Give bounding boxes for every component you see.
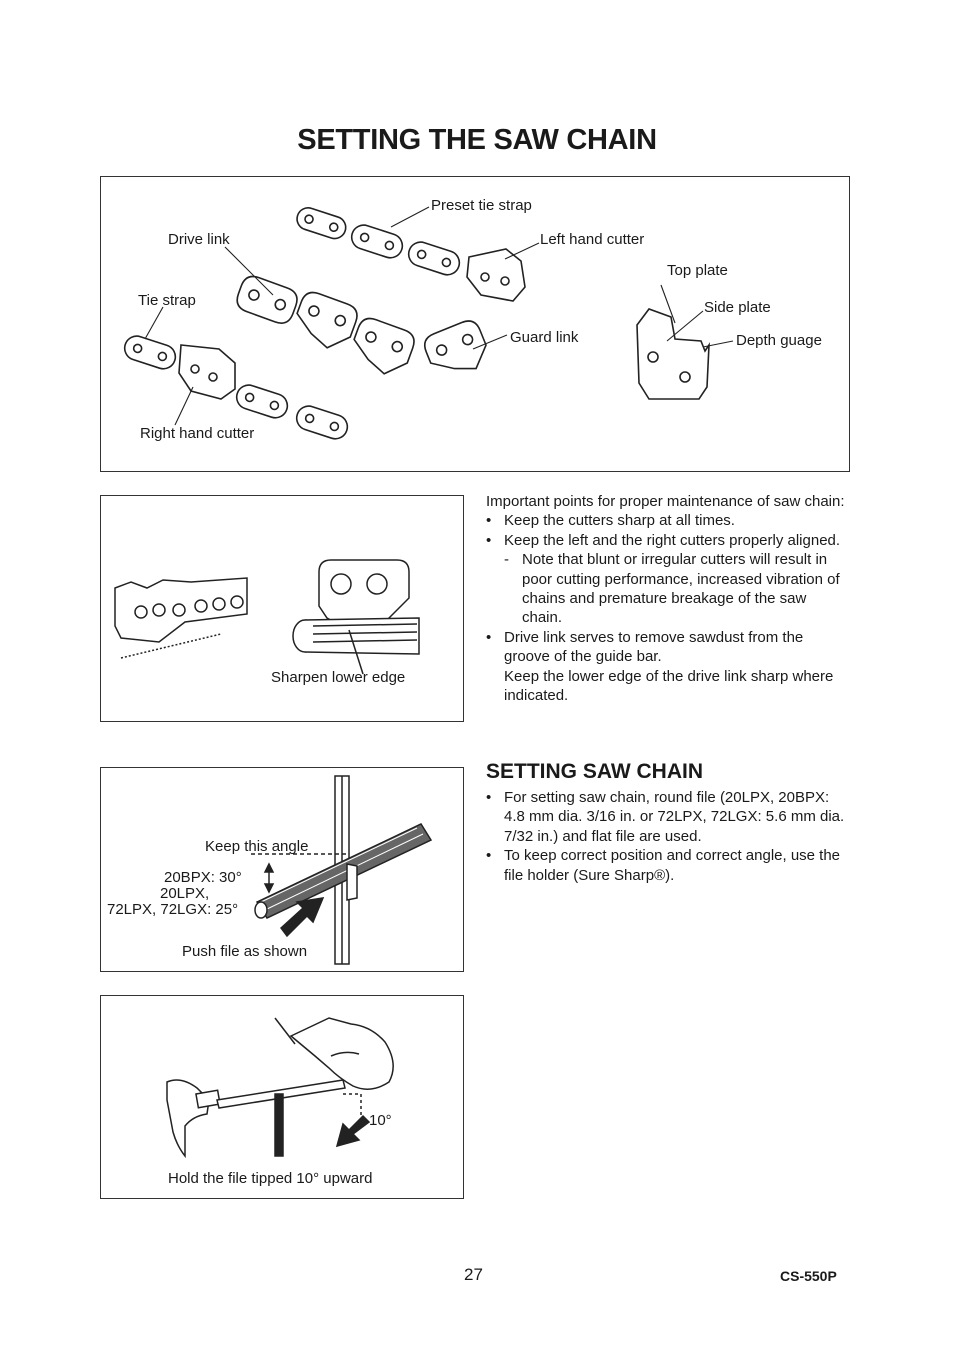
label-angle-20lpx: 20LPX, [160,885,210,902]
label-angle-72lpx: 72LPX, 72LGX: 25° [107,901,239,918]
label-depth-guage: Depth guage [736,332,822,349]
drive-link-drawing [114,559,420,675]
label-sharpen-lower-edge: Sharpen lower edge [271,669,406,686]
label-right-hand-cutter: Right hand cutter [140,425,255,442]
label-top-plate: Top plate [667,262,728,279]
label-push-file: Push file as shown [182,943,308,960]
label-tie-strap: Tie strap [138,292,196,309]
label-side-plate: Side plate [704,299,771,316]
file-tip-drawing [166,1017,394,1159]
list-item: •Keep the left and the right cutters pro… [486,531,841,549]
maintenance-bullet-1: Keep the cutters sharp at all times. [504,512,735,530]
label-ten-degrees: 10° [369,1112,392,1129]
maintenance-bullet-2: Keep the left and the right cutters prop… [504,531,841,549]
list-item: •Drive link serves to remove sawdust fro… [486,628,804,666]
label-angle-20bpx: 20BPX: 30° [164,869,242,886]
chain-parts-drawing [123,206,734,440]
file-angle-figure: Keep this angle 20BPX: 30° 20LPX, 72LPX,… [100,767,464,972]
file-angle-drawing [251,775,433,965]
setting-bullet-1: For setting saw chain, round file (20LPX… [504,789,845,845]
setting-heading: SETTING SAW CHAIN [486,760,704,783]
drive-link-figure: Sharpen lower edge [100,495,464,722]
list-item: •Keep the cutters sharp at all times. [486,512,735,530]
maintenance-bullet-3: Drive link serves to remove sawdust from… [504,628,804,666]
label-keep-this-angle: Keep this angle [205,838,309,855]
label-guard-link: Guard link [510,329,579,346]
label-preset-tie-strap: Preset tie strap [431,197,532,214]
setting-text: •For setting saw chain, round file (20LP… [486,788,850,885]
label-drive-link: Drive link [168,231,230,248]
label-left-hand-cutter: Left hand cutter [540,231,645,248]
list-item: •To keep correct position and correct an… [486,847,841,884]
maintenance-text: Important points for proper maintenance … [486,492,850,705]
chain-parts-figure: Preset tie strap Drive link Left hand cu… [100,176,850,472]
maintenance-note: Note that blunt or irregular cutters wil… [522,551,840,627]
list-subitem: -Note that blunt or irregular cutters wi… [504,551,840,627]
label-hold-file: Hold the file tipped 10° upward [168,1170,373,1187]
page-title: SETTING THE SAW CHAIN [297,124,657,156]
page-number: 27 [464,1265,483,1284]
setting-bullet-2: To keep correct position and correct ang… [504,847,841,884]
maintenance-bullet-3-cont: Keep the lower edge of the drive link sh… [504,667,834,705]
model-number: CS-550P [780,1268,837,1284]
list-item: •For setting saw chain, round file (20LP… [486,789,845,845]
file-tip-figure: 10° Hold the file tipped 10° upward [100,995,464,1199]
maintenance-intro: Important points for proper maintenance … [486,493,845,510]
